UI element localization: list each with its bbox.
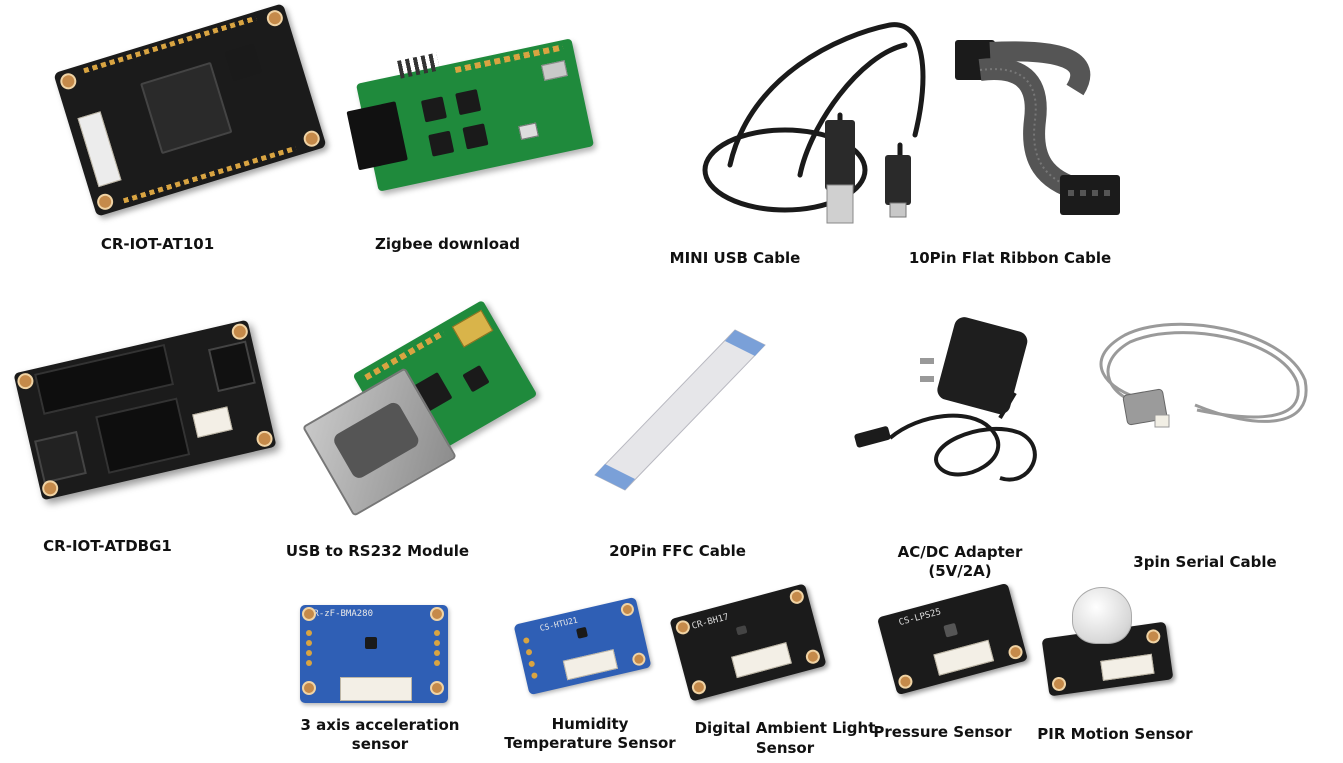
zigbee-board-image bbox=[345, 38, 600, 192]
adapter-image bbox=[854, 317, 1037, 482]
pir-sensor-image bbox=[1040, 585, 1175, 700]
accel-sensor-image: CR-zF-BMA280 bbox=[300, 605, 450, 705]
light-label-line2: Sensor bbox=[755, 739, 815, 757]
ribbon-label: 10Pin Flat Ribbon Cable bbox=[908, 249, 1112, 267]
atdbg1-board-image bbox=[10, 315, 280, 510]
ffc-cable-image bbox=[594, 329, 766, 491]
adapter-label-line1: AC/DC Adapter bbox=[897, 543, 1023, 561]
adapter-label-line2: (5V/2A) bbox=[928, 562, 992, 580]
humidity-sensor-image: CS-HTU21 bbox=[513, 596, 655, 698]
pir-label: PIR Motion Sensor bbox=[1037, 725, 1193, 743]
ffc-label: 20Pin FFC Cable bbox=[609, 542, 746, 560]
rs232-label: USB to RS232 Module bbox=[285, 542, 470, 560]
accel-board-text: CR-zF-BMA280 bbox=[308, 609, 374, 619]
humidity-label-line2: Temperature Sensor bbox=[504, 734, 676, 752]
serial-cable-image bbox=[1099, 322, 1308, 428]
light-sensor-image: CR-BH17 bbox=[669, 583, 830, 702]
accel-label-line2: sensor bbox=[351, 735, 409, 753]
mini-usb-cable-image bbox=[702, 22, 926, 224]
zigbee-label: Zigbee download bbox=[375, 235, 520, 253]
rs232-module-image bbox=[300, 299, 545, 520]
light-board-text: CR-BH17 bbox=[690, 612, 731, 632]
pressure-board-text: CS-LPS25 bbox=[897, 607, 943, 629]
pressure-label: Pressure Sensor bbox=[873, 723, 1012, 741]
light-label-line1: Digital Ambient Light bbox=[694, 719, 876, 737]
serial-label: 3pin Serial Cable bbox=[1133, 553, 1277, 571]
ribbon-cable-image bbox=[955, 40, 1120, 215]
at101-board-image bbox=[50, 3, 327, 217]
at101-label: CR-IOT-AT101 bbox=[100, 235, 215, 253]
humidity-label-line1: Humidity bbox=[551, 715, 629, 733]
accel-label-line1: 3 axis acceleration bbox=[300, 716, 460, 734]
humidity-board-text: CS-HTU21 bbox=[538, 615, 579, 633]
mini-usb-label: MINI USB Cable bbox=[669, 249, 801, 267]
atdbg1-label: CR-IOT-ATDBG1 bbox=[43, 537, 172, 555]
pressure-sensor-image: CS-LPS25 bbox=[876, 582, 1030, 697]
